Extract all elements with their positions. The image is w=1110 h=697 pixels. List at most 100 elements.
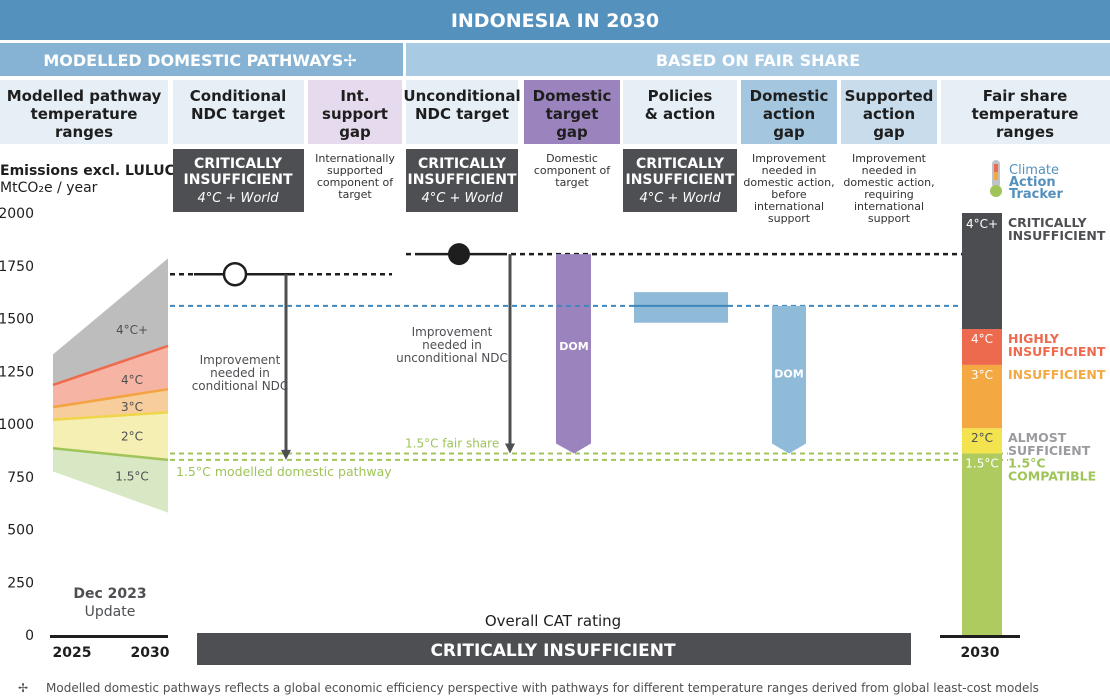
modelled-boundary-line [52, 447, 169, 462]
uncond-improve-line-3: unconditional NDC [396, 351, 508, 365]
desc-int-support-line-1: Internationally [315, 152, 395, 165]
y-tick-label: 1250 [0, 364, 34, 380]
modelled-band-label: 1.5°C [115, 470, 148, 484]
section-right-title: BASED ON FAIR SHARE [656, 51, 860, 70]
modelled-band [53, 448, 168, 513]
col-header-modelled-line-2: temperature [31, 105, 138, 123]
section-left-bar [0, 43, 403, 76]
y-tick-label: 1500 [0, 312, 34, 328]
desc-supp-action-line-5: international [854, 200, 924, 213]
col-header-fair-share-line-1: Fair share [983, 87, 1068, 105]
fair-share-band [962, 213, 1002, 330]
modelled-boundary-line [52, 387, 169, 409]
desc-supp-action-line-4: requiring [864, 188, 914, 201]
y-tick-label: 1000 [0, 417, 34, 433]
col-header-fair-share-bg [941, 80, 1110, 144]
cond-ndc-marker [222, 261, 248, 287]
col-header-fair-share-line-3: ranges [996, 123, 1054, 141]
rating-uncond-ndc-line-1: CRITICALLY [418, 156, 507, 172]
desc-dom-action-line-2: needed in [762, 164, 817, 177]
col-header-dom-target-bg [524, 80, 620, 144]
x-tick-2030: 2030 [131, 645, 170, 661]
modelled-band-label: 2°C [121, 429, 143, 443]
modelled-band [53, 258, 168, 385]
y-tick-label: 500 [7, 523, 34, 539]
desc-supp-action-line-6: support [868, 212, 911, 225]
modelled-band [53, 345, 168, 408]
col-header-int-support-line-1: Int. [340, 87, 369, 105]
modelled-band-label: 3°C [121, 400, 143, 414]
dom-label-target: DOM [559, 340, 588, 353]
rating-box-uncond-ndc [406, 149, 518, 212]
title-bar [0, 0, 1110, 40]
update-label: Update [85, 604, 136, 620]
col-header-supp-action-line-3: gap [873, 123, 905, 141]
y-tick-label: 2000 [0, 206, 34, 222]
policies-range-bar [634, 292, 728, 323]
desc-dom-action-line-4: before [771, 188, 807, 201]
col-header-cond-ndc-line-1: Conditional [190, 87, 286, 105]
rating-policies-temp: 4°C + World [639, 191, 721, 206]
update-date: Dec 2023 [73, 586, 146, 602]
dom-label-action: DOM [774, 368, 803, 381]
rating-label-line: INSUFFICIENT [1008, 228, 1106, 243]
modelled-band-label: 4°C [121, 373, 143, 387]
uncond-improve-line-1: Improvement [412, 325, 493, 339]
modelled-line-label: 1.5°C modelled domestic pathway [176, 464, 392, 479]
rating-box-policies [623, 149, 737, 212]
y-tick-label: 750 [7, 470, 34, 486]
desc-dom-target-line-1: Domestic [546, 152, 598, 165]
section-left-title: MODELLED DOMESTIC PATHWAYS✢ [43, 51, 356, 70]
cat-logo: Climate Action Tracker [990, 160, 1063, 202]
desc-dom-action-line-1: Improvement [752, 152, 827, 165]
col-header-dom-target-line-2: target [546, 105, 599, 123]
desc-dom-action-line-6: support [768, 212, 811, 225]
rating-label-line: SUFFICIENT [1008, 443, 1091, 458]
rating-cond-ndc-temp: 4°C + World [197, 191, 279, 206]
x-tick-2025: 2025 [53, 645, 92, 661]
col-header-fair-share-line-2: temperature [972, 105, 1079, 123]
modelled-band-label: 4°C+ [116, 323, 148, 337]
y-tick-label: 1750 [0, 259, 34, 275]
rating-label-line: CRITICALLY [1008, 215, 1087, 230]
uncond-improve-arrow-head [505, 443, 515, 454]
fair-share-band-label: 2°C [971, 431, 993, 445]
desc-int-support-line-3: component of [317, 176, 394, 189]
col-header-int-support-bg [308, 80, 402, 144]
uncond-ndc-marker [448, 243, 470, 266]
x-tick-2030-right: 2030 [961, 645, 1000, 661]
fair-share-band [962, 329, 1002, 365]
col-header-int-support-line-3: gap [339, 123, 371, 141]
footnote-mark: ✢ [18, 681, 28, 695]
modelled-boundary-line [52, 411, 169, 422]
desc-supp-action-line-2: needed in [862, 164, 917, 177]
col-header-policies-line-1: Policies [648, 87, 713, 105]
rating-policies-line-2: INSUFFICIENT [625, 172, 734, 188]
overall-rating-bar [197, 633, 911, 665]
col-header-supp-action-bg [841, 80, 937, 144]
page-title: INDONESIA IN 2030 [451, 10, 659, 32]
col-header-uncond-ndc-line-2: NDC target [415, 105, 509, 123]
y-axis-label: Emissions excl. LULUCF [0, 163, 184, 179]
chart-marks: 4°C+4°C3°C2°C1.5°CDOMDOM1.5°C2°C3°C4°C4°… [52, 213, 1106, 635]
rating-label-line: HIGHLY [1008, 331, 1060, 346]
desc-dom-action-line-5: international [754, 200, 824, 213]
rating-label-line: 1.5°C [1008, 456, 1046, 471]
modelled-band [53, 412, 168, 460]
overall-rating-label: Overall CAT rating [485, 612, 621, 630]
thermometer-red-segment [994, 164, 998, 172]
col-header-uncond-ndc-bg [406, 80, 518, 144]
col-header-dom-action-line-1: Domestic [750, 87, 829, 105]
desc-dom-target-line-2: component of [534, 164, 611, 177]
rating-policies-line-1: CRITICALLY [636, 156, 725, 172]
logo-line-2: Action [1009, 175, 1056, 190]
fair-share-band-label: 3°C [971, 368, 993, 382]
x-axis-right [940, 635, 1020, 638]
rating-cond-ndc-line-1: CRITICALLY [194, 156, 283, 172]
rating-uncond-ndc-line-2: INSUFFICIENT [407, 172, 516, 188]
col-header-supp-action-line-2: action [863, 105, 915, 123]
y-axis-unit: MtCO₂e / year [0, 180, 98, 196]
col-header-policies-bg [623, 80, 737, 144]
fair-share-line-label: 1.5°C fair share [405, 437, 499, 451]
